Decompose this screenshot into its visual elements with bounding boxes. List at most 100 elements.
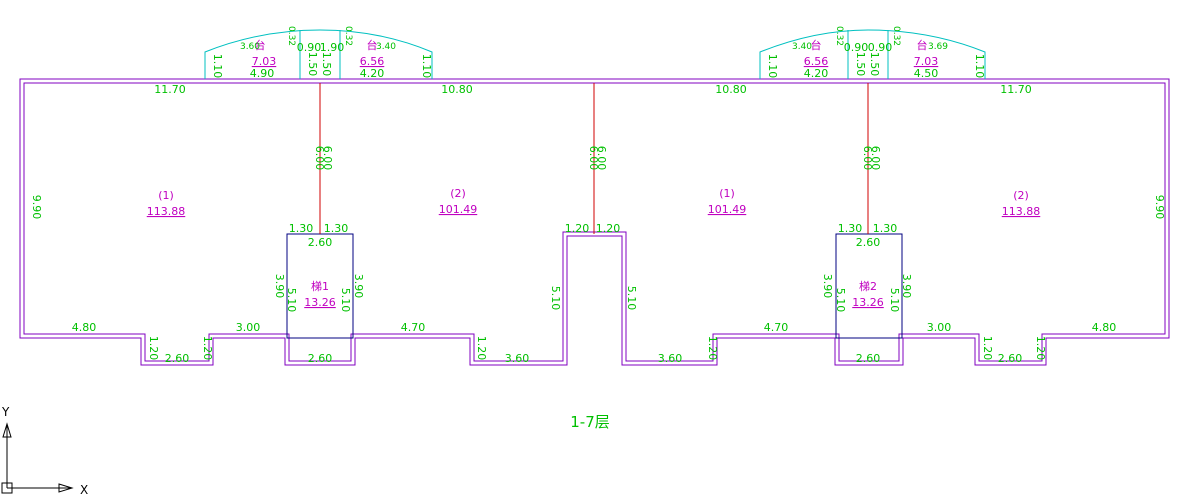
- balcony-2-name: 台: [367, 38, 378, 52]
- room-labels: (1) 113.88 (2) 101.49 (1) 101.49 (2) 113…: [147, 187, 1041, 218]
- balcony-labels: 台 7.03 4.90 台 6.56 4.20 台 6.56 4.20 台 7.…: [250, 38, 939, 80]
- core-dimensions: 1.20 1.20 5.10 5.10: [549, 222, 638, 310]
- dim-notch-2: 1.20: [475, 336, 488, 361]
- stair-2-name: 梯2: [859, 280, 877, 293]
- dim-stair2-width: 2.60: [856, 236, 881, 249]
- balcony-1-name: 台: [255, 38, 266, 52]
- dim-stair1-h-right: 3.90: [352, 274, 365, 299]
- top-dimensions: 11.70 10.80 10.80 11.70: [154, 83, 1032, 96]
- balcony-dim-side-3: 1.10: [766, 54, 779, 79]
- balcony-outlines: [204, 29, 986, 79]
- dim-core-right: 1.20: [596, 222, 621, 235]
- dim-divider-1b: 6.00: [321, 146, 334, 171]
- room-2-area: 101.49: [439, 203, 478, 216]
- dim-core-h-left: 5.10: [549, 286, 562, 311]
- room-3-name: (1): [719, 187, 735, 200]
- balcony-dim-tiny-1: 0.32: [286, 26, 296, 46]
- stair-2-area: 13.26: [852, 296, 884, 309]
- balcony-dim-mid-4: 1.50: [868, 52, 881, 77]
- balcony-left-outline: [204, 29, 433, 79]
- dim-notch-4-right: 1.20: [1034, 336, 1047, 361]
- bottom-dimensions: 4.80 2.60 3.00 4.70 3.60 3.60 4.70 3.00 …: [72, 321, 1117, 365]
- dim-bottom-7: 4.70: [764, 321, 789, 334]
- balcony-dim-tiny-3: 0.32: [834, 26, 844, 46]
- room-1-area: 113.88: [147, 205, 186, 218]
- room-2-name: (2): [450, 187, 466, 200]
- dim-divider-2b: 6.00: [595, 146, 608, 171]
- dim-divider-3a: 6.00: [861, 146, 874, 171]
- balcony-3-name: 台: [811, 38, 822, 52]
- balcony-4-area: 7.03: [914, 55, 939, 68]
- balcony-3-width: 4.20: [804, 67, 829, 80]
- balcony-dim-gap-1: 0.90: [297, 41, 322, 54]
- balcony-dim-side-2: 1.10: [420, 54, 433, 79]
- dim-notch-4-left: 1.20: [981, 336, 994, 361]
- floor-title: 1-7层: [570, 413, 610, 431]
- outer-wall: [19, 78, 1170, 366]
- dim-stair2-bottom: 2.60: [856, 352, 881, 365]
- divider-dimensions: 6.00 6.00 6.00 6.00 6.00 6.00: [313, 146, 882, 171]
- dim-core-h-right: 5.10: [625, 286, 638, 311]
- dim-bottom-2: 2.60: [165, 352, 190, 365]
- dim-bottom-10: 4.80: [1092, 321, 1117, 334]
- balcony-2-width: 4.20: [360, 67, 385, 80]
- dim-notch-1-right: 1.20: [201, 336, 214, 361]
- balcony-4-name: 台: [917, 38, 928, 52]
- outer-wall-inner-line: [23, 82, 1166, 362]
- dim-left-height: 9.90: [30, 195, 43, 220]
- balcony-dim-tiny-4: 0.32: [891, 26, 901, 46]
- dim-stair1-left: 1.30: [289, 222, 314, 235]
- balcony-dim-arc-2: 3.40: [376, 42, 396, 52]
- dim-notch-1-left: 1.20: [147, 336, 160, 361]
- balcony-dim-gap-3: 0.90: [844, 41, 869, 54]
- dim-divider-1a: 6.00: [313, 146, 326, 171]
- dim-stair2-left: 1.30: [838, 222, 863, 235]
- balcony-dim-gap-4: 0.90: [868, 41, 893, 54]
- axis-origin-box: [1, 482, 13, 494]
- room-4-area: 113.88: [1002, 205, 1041, 218]
- dim-top-2: 10.80: [441, 83, 473, 96]
- stair-1-area: 13.26: [304, 296, 336, 309]
- balcony-dim-side-4: 1.10: [973, 54, 986, 79]
- dim-core-left: 1.20: [565, 222, 590, 235]
- dim-stair1-h-left: 3.90: [273, 274, 286, 299]
- balcony-dim-arc-1: 3.60: [240, 42, 260, 52]
- dim-top-3: 10.80: [715, 83, 747, 96]
- balcony-dim-arc-3: 3.40: [792, 42, 812, 52]
- dim-divider-3b: 6.00: [869, 146, 882, 171]
- room-1-name: (1): [158, 189, 174, 202]
- room-4-name: (2): [1013, 189, 1029, 202]
- balcony-dim-side-1: 1.10: [211, 54, 224, 79]
- balcony-4-width: 4.50: [914, 67, 939, 80]
- balcony-3-area: 6.56: [804, 55, 829, 68]
- dim-bottom-6: 3.60: [658, 352, 683, 365]
- balcony-2-area: 6.56: [360, 55, 385, 68]
- room-3-area: 101.49: [708, 203, 747, 216]
- y-axis-label: Y: [1, 405, 10, 419]
- balcony-dim-mid-1: 1.50: [306, 52, 319, 77]
- dim-bottom-3: 3.00: [236, 321, 261, 334]
- dim-bottom-5: 3.60: [505, 352, 530, 365]
- dim-stair2-h-right: 3.90: [900, 274, 913, 299]
- dim-bottom-9: 2.60: [998, 352, 1023, 365]
- balcony-1-area: 7.03: [252, 55, 277, 68]
- outer-wall-outer-line: [19, 78, 1170, 366]
- balcony-dim-gap-2: 1.90: [320, 41, 345, 54]
- dim-stair2-in-left: 5.10: [834, 288, 847, 313]
- y-axis-arrow: [2, 422, 12, 438]
- dim-bottom-1: 4.80: [72, 321, 97, 334]
- unit-dividers: [319, 83, 869, 234]
- balcony-dim-tiny-2: 0.32: [343, 26, 353, 46]
- dim-stair2-right: 1.30: [873, 222, 898, 235]
- x-axis-label: X: [80, 483, 88, 497]
- ucs-axis-icon: [1, 422, 74, 494]
- dim-stair2-h-left: 3.90: [821, 274, 834, 299]
- balcony-dim-mid-3: 1.50: [854, 52, 867, 77]
- dim-stair2-in-right: 5.10: [888, 288, 901, 313]
- stair-2-dimensions: 1.30 1.30 2.60 3.90 5.10 5.10 3.90 2.60 …: [821, 222, 913, 365]
- balcony-dim-arc-4: 3.69: [928, 42, 948, 52]
- stair-1-dimensions: 1.30 1.30 2.60 3.90 5.10 5.10 3.90 2.60 …: [273, 222, 365, 365]
- balcony-right-outline: [759, 29, 986, 79]
- dim-stair1-bottom: 2.60: [308, 352, 333, 365]
